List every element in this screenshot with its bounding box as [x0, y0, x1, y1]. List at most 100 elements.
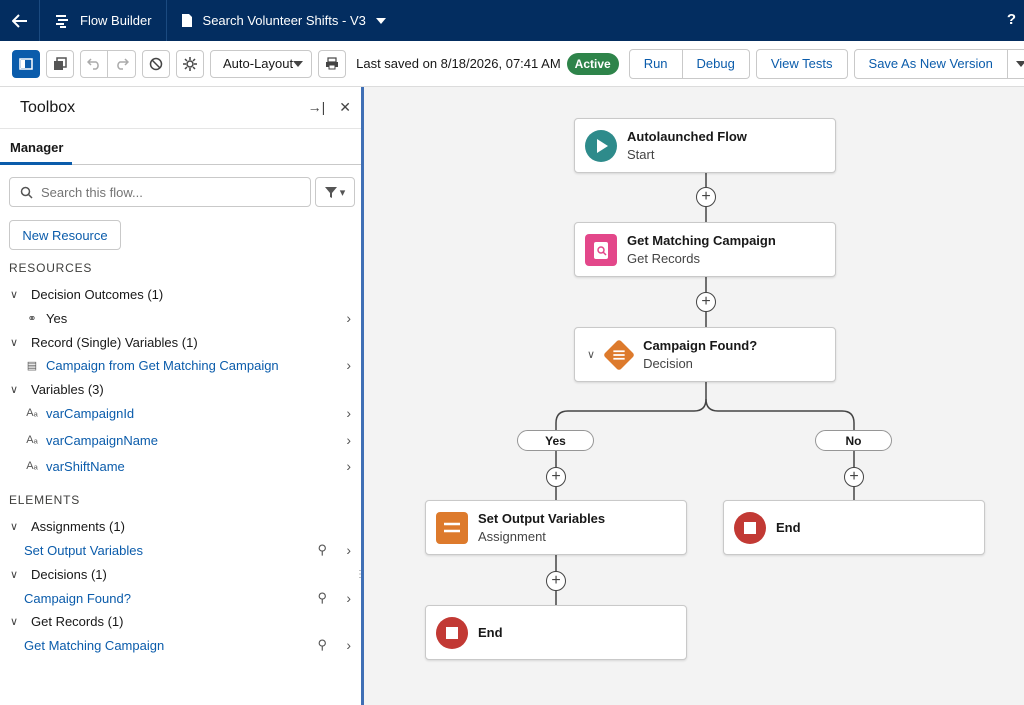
toggle-toolbox-button[interactable]: [12, 49, 40, 78]
chevron-right-icon: ›: [346, 458, 351, 474]
chevron-down-icon: ∨: [10, 288, 19, 301]
toolbox-title: Toolbox: [20, 98, 76, 116]
node-subtitle: Decision: [643, 356, 693, 371]
copy-button[interactable]: [46, 49, 74, 78]
list-item-campaign-record[interactable]: ▤ Campaign from Get Matching Campaign ›: [0, 354, 361, 376]
app-name-segment: Flow Builder: [40, 0, 167, 41]
group-get-records[interactable]: ∨ Get Records (1): [0, 610, 361, 632]
app-name: Flow Builder: [80, 13, 152, 28]
decision-node[interactable]: ∨ Campaign Found? Decision: [574, 327, 836, 382]
end-node-no[interactable]: End: [723, 500, 985, 555]
group-decision-outcomes[interactable]: ∨ Decision Outcomes (1): [0, 283, 361, 305]
add-element-button[interactable]: +: [696, 292, 716, 312]
layout-select-value: Auto-Layout: [223, 56, 294, 71]
disable-button[interactable]: [142, 49, 170, 78]
add-element-button[interactable]: +: [696, 187, 716, 207]
chevron-down-icon[interactable]: ∨: [587, 349, 596, 361]
chevron-down-icon: ∨: [10, 568, 19, 581]
node-title: End: [776, 520, 801, 535]
chevron-down-icon: [293, 60, 304, 67]
status-badge: Active: [566, 52, 619, 75]
outcome-icon: ⚭: [27, 312, 37, 325]
node-title: End: [478, 625, 503, 640]
list-item-set-output-variables[interactable]: Set Output Variables ⚲ ›: [0, 539, 361, 561]
node-title: Get Matching Campaign: [627, 233, 776, 248]
chevron-right-icon: ›: [346, 405, 351, 421]
print-button[interactable]: [318, 49, 347, 78]
undo-button[interactable]: [80, 49, 108, 78]
chevron-right-icon: ›: [346, 542, 351, 558]
search-icon[interactable]: ⚲: [317, 542, 327, 557]
tab-manager[interactable]: Manager: [0, 129, 361, 165]
node-title: Autolaunched Flow: [627, 129, 747, 144]
resources-heading: RESOURCES: [9, 261, 93, 275]
run-button[interactable]: Run: [628, 48, 683, 79]
save-group: Save As New Version: [853, 48, 1024, 79]
add-element-button[interactable]: +: [844, 467, 864, 487]
list-item-campaign-found[interactable]: Campaign Found? ⚲ ›: [0, 587, 361, 609]
outcome-label-no[interactable]: No: [815, 430, 892, 451]
dock-icon[interactable]: →|: [307, 99, 326, 115]
list-item-var-shift-name[interactable]: Aₐ varShiftName ›: [0, 455, 361, 477]
group-record-variables[interactable]: ∨ Record (Single) Variables (1): [0, 331, 361, 353]
flow-name: Search Volunteer Shifts - V3: [202, 13, 366, 28]
item-label: Yes: [46, 310, 68, 326]
group-label: Decision Outcomes (1): [31, 286, 164, 302]
assignment-icon: [436, 511, 468, 544]
new-resource-button[interactable]: New Resource: [9, 220, 121, 250]
group-assignments[interactable]: ∨ Assignments (1): [0, 515, 361, 537]
group-variables[interactable]: ∨ Variables (3): [0, 378, 361, 400]
add-element-button[interactable]: +: [546, 571, 566, 591]
elements-heading: ELEMENTS: [9, 493, 81, 507]
flow-canvas[interactable]: Autolaunched Flow Start + Get Matching C…: [367, 87, 1024, 705]
resize-handle-icon[interactable]: ⋮⋮: [355, 569, 375, 580]
help-button[interactable]: ?: [1006, 11, 1016, 28]
chevron-down-icon: ∨: [10, 520, 19, 533]
add-element-button[interactable]: +: [546, 467, 566, 487]
text-variable-icon: Aₐ: [26, 460, 38, 472]
item-label: varShiftName: [46, 458, 125, 474]
list-item-yes[interactable]: ⚭ Yes ›: [0, 307, 361, 329]
back-button[interactable]: [0, 0, 40, 41]
app-header: Flow Builder Search Volunteer Shifts - V…: [0, 0, 1024, 41]
panel-icon: [19, 57, 33, 70]
layout-select[interactable]: Auto-Layout: [210, 49, 313, 78]
redo-icon: [116, 57, 129, 70]
filter-button[interactable]: ▾: [315, 177, 355, 207]
list-item-var-campaign-name[interactable]: Aₐ varCampaignName ›: [0, 429, 361, 451]
toolbox-header: Toolbox →| ✕: [0, 87, 361, 129]
view-tests-button[interactable]: View Tests: [755, 48, 848, 79]
save-options-button[interactable]: [1007, 48, 1024, 79]
group-label: Decisions (1): [31, 566, 107, 582]
run-debug-group: Run Debug: [628, 48, 750, 79]
search-input[interactable]: Search this flow...: [9, 177, 311, 207]
node-title: Set Output Variables: [478, 511, 606, 526]
flow-name-menu[interactable]: Search Volunteer Shifts - V3: [167, 0, 400, 41]
start-node[interactable]: Autolaunched Flow Start: [574, 118, 836, 173]
outcome-label-yes[interactable]: Yes: [517, 430, 594, 451]
settings-button[interactable]: [176, 49, 204, 78]
redo-button[interactable]: [108, 49, 136, 78]
arrow-left-icon: [11, 13, 27, 28]
search-icon[interactable]: ⚲: [317, 590, 327, 605]
node-title: Campaign Found?: [643, 338, 758, 353]
toolbar: Auto-Layout Last saved on 8/18/2026, 07:…: [0, 41, 1024, 87]
filter-icon: [324, 186, 337, 198]
list-item-var-campaign-id[interactable]: Aₐ varCampaignId ›: [0, 402, 361, 424]
last-saved-text: Last saved on 8/18/2026, 07:41 AM: [356, 56, 561, 71]
search-icon[interactable]: ⚲: [317, 637, 327, 652]
assignment-node[interactable]: Set Output Variables Assignment: [425, 500, 687, 555]
item-label: Campaign from Get Matching Campaign: [46, 357, 279, 373]
list-item-get-matching-campaign[interactable]: Get Matching Campaign ⚲ ›: [0, 634, 361, 656]
debug-button[interactable]: Debug: [682, 48, 750, 79]
chevron-down-icon: [375, 17, 386, 24]
close-icon[interactable]: ✕: [339, 99, 351, 115]
end-node-yes[interactable]: End: [425, 605, 687, 660]
chevron-right-icon: ›: [346, 590, 351, 606]
get-records-icon: [585, 233, 617, 266]
record-icon: ▤: [26, 359, 38, 372]
save-as-new-version-button[interactable]: Save As New Version: [853, 48, 1008, 79]
get-records-node[interactable]: Get Matching Campaign Get Records: [574, 222, 836, 277]
group-decisions[interactable]: ∨ Decisions (1): [0, 563, 361, 585]
undo-redo-group: [80, 49, 136, 78]
